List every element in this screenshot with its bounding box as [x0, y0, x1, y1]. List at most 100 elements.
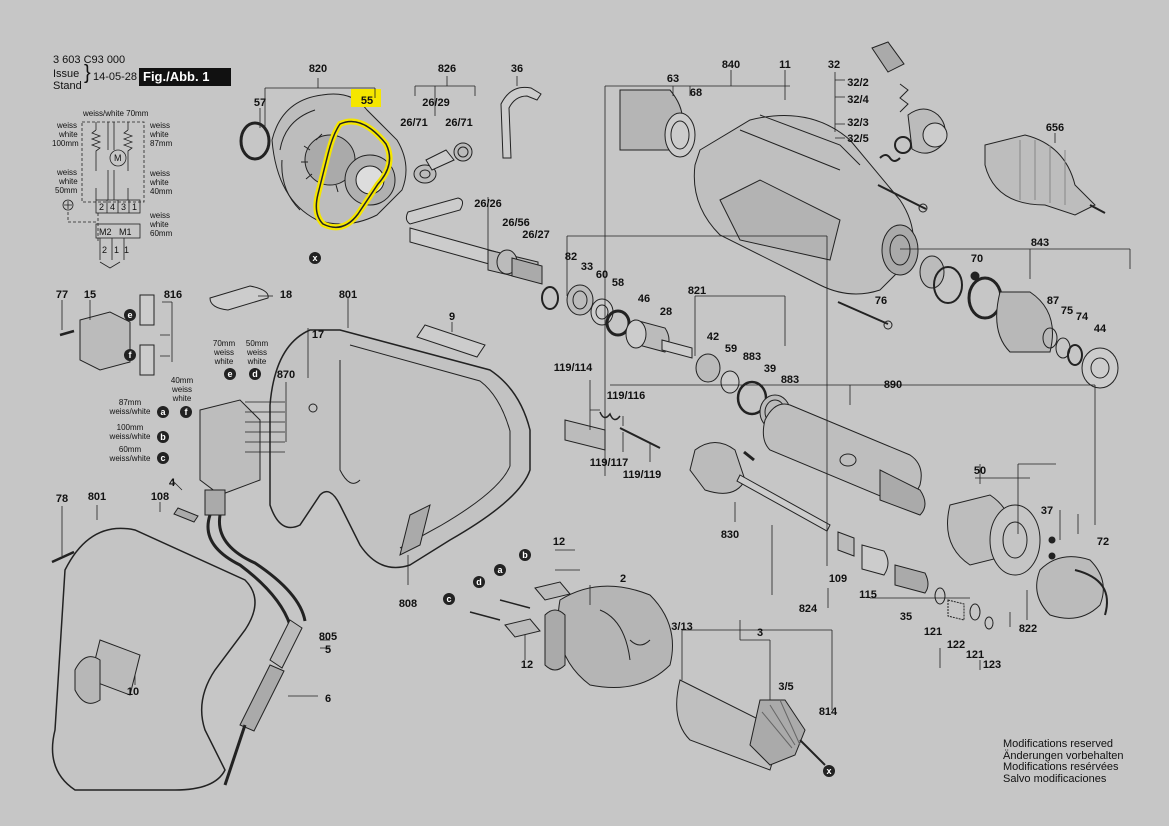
connector-letter-f: f	[129, 350, 133, 360]
w100-2: weiss/white	[109, 432, 151, 441]
part-label-801: 801	[88, 491, 106, 503]
part-label-6: 6	[325, 693, 331, 705]
part-label-50: 50	[974, 465, 986, 477]
w40-3: white	[172, 394, 192, 403]
wiring-top-label: weiss/white 70mm	[82, 109, 149, 118]
part-890-cylinder	[762, 403, 926, 516]
coil-left	[90, 122, 102, 200]
part-840-housing	[619, 89, 919, 295]
connector-letter-c: c	[446, 594, 451, 604]
connector-letter-x: x	[312, 253, 317, 263]
part-label-5: 5	[325, 644, 331, 656]
part-label-42: 42	[707, 331, 719, 343]
part-label-820: 820	[309, 63, 327, 75]
connector-letter-b: b	[160, 432, 166, 442]
part-label-82: 82	[565, 251, 577, 263]
brush-holder-group	[59, 285, 269, 376]
part-label-10: 10	[127, 686, 139, 698]
wiring-left-lower-1: weiss	[56, 168, 77, 177]
marker-f-2	[180, 406, 192, 418]
spindle-assembly	[409, 227, 559, 310]
part-870-switch	[173, 399, 307, 626]
w50-3: white	[247, 357, 267, 366]
w40-2: weiss	[171, 385, 192, 394]
connector-letter-a: a	[497, 565, 503, 575]
marker-a-1	[157, 406, 169, 418]
marker-f-1	[124, 349, 136, 361]
part-label-26-27: 26/27	[522, 229, 550, 241]
w100-1: 100mm	[117, 423, 144, 432]
part-label-37: 37	[1041, 505, 1053, 517]
w70-3: white	[214, 357, 234, 366]
part-label-805: 805	[319, 631, 337, 643]
motor-label-m2: M2	[99, 227, 112, 237]
part-3-armature	[676, 679, 826, 771]
marker-c-2	[443, 593, 455, 605]
part-830-shaft	[689, 442, 831, 532]
mod-line-fr: Modifications resérvées	[1003, 761, 1119, 773]
part-label-70: 70	[971, 253, 983, 265]
part-label-12: 12	[521, 659, 533, 671]
part-label-74: 74	[1076, 311, 1089, 323]
part-label-63: 63	[667, 73, 679, 85]
part-label-36: 36	[511, 63, 523, 75]
connector-letter-c: c	[160, 453, 165, 463]
part-label-824: 824	[799, 603, 818, 615]
part-label-46: 46	[638, 293, 650, 305]
part-32-group	[871, 41, 948, 213]
part-label-44: 44	[1094, 323, 1107, 335]
part-801-housing-half	[269, 324, 531, 569]
connector-letter-d: d	[476, 577, 482, 587]
wiring-right-mid-3: 40mm	[150, 187, 173, 196]
marker-c-1	[157, 452, 169, 464]
part-label-17: 17	[312, 329, 324, 341]
mod-line-es: Salvo modificaciones	[1003, 772, 1107, 785]
mod-line-de: Änderungen vorbehalten	[1003, 749, 1124, 762]
part-label-28: 28	[660, 306, 672, 318]
terminal-2: 2	[99, 202, 104, 212]
leader-lines	[61, 70, 1131, 710]
connector-letter-x: x	[826, 766, 831, 776]
part-label-843: 843	[1031, 237, 1049, 249]
part-label-4: 4	[169, 477, 176, 489]
part-label-816: 816	[164, 289, 182, 301]
stand-label: Stand	[53, 80, 82, 92]
part-label-119-114: 119/114	[554, 362, 593, 374]
w70-2: weiss	[213, 348, 234, 357]
wiring-right-upper-2: white	[149, 130, 169, 139]
part-55-label-highlight	[351, 89, 381, 107]
part-label-3: 3	[757, 627, 763, 639]
part-label-33: 33	[581, 261, 593, 273]
part-label-123: 123	[983, 659, 1001, 671]
part-36-clip	[500, 86, 542, 159]
marker-d-1	[249, 368, 261, 380]
part-label-814: 814	[819, 706, 838, 718]
marker-x-1	[309, 252, 321, 264]
connector-letter-f: f	[185, 407, 189, 417]
w60-2: weiss/white	[109, 454, 151, 463]
part-label-26-71: 26/71	[400, 117, 428, 129]
marker-a-2	[494, 564, 506, 576]
part-9-strip	[416, 324, 486, 358]
wiring-right-lower-2: white	[149, 220, 169, 229]
connector-letter-b: b	[522, 550, 528, 560]
connector-letter-d: d	[252, 369, 258, 379]
part-label-55: 55	[361, 95, 373, 107]
terminal-3: 3	[121, 202, 126, 212]
cable-right	[217, 514, 307, 622]
motor-label: M	[114, 153, 122, 163]
part-805-cable-sleeve	[223, 619, 303, 786]
part-label-68: 68	[690, 87, 702, 99]
part-label-26-71: 26/71	[445, 117, 473, 129]
w50-1: 50mm	[246, 339, 269, 348]
part-label-119-119: 119/119	[623, 469, 662, 481]
part-label-883: 883	[781, 374, 799, 386]
part-119-group	[564, 411, 661, 451]
marker-d-2	[473, 576, 485, 588]
part-label-39: 39	[764, 363, 776, 375]
part-label-78: 78	[56, 493, 68, 505]
